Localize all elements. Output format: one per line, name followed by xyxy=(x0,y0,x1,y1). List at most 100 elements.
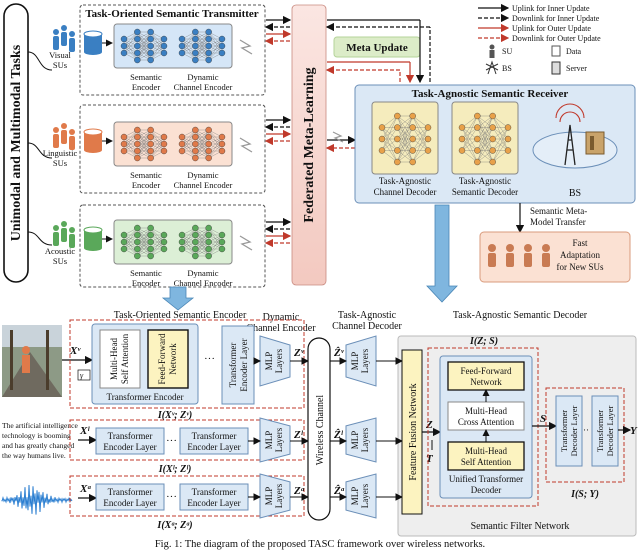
text-sample-1: The artificial intelligence xyxy=(2,421,78,430)
legend-label: Downlink for Outer Update xyxy=(512,34,601,43)
unified-label-2: Decoder xyxy=(471,485,501,495)
zhat-v: Ẑᵛ xyxy=(333,347,345,359)
su-label: Visual xyxy=(49,50,71,60)
transmitter-title: Task-Oriented Semantic Transmitter xyxy=(85,8,258,20)
ffn-box xyxy=(147,329,189,389)
channel-encoder-net xyxy=(178,28,226,64)
person-icon xyxy=(489,44,495,58)
col-encoder: Task-Oriented Semantic Encoder xyxy=(114,310,247,321)
enc2-label: Dynamic xyxy=(187,72,218,82)
decoder-expand-arrow xyxy=(426,204,458,303)
semantic-transmitter: Task-Oriented Semantic Transmitter xyxy=(79,4,266,96)
text-sample-3: and has greatly changed xyxy=(2,441,75,450)
s-label: S xyxy=(540,413,546,425)
legend-icon-label: Data xyxy=(566,47,582,56)
feature-fusion-network: Feature Fusion Network xyxy=(401,349,423,515)
mha-box xyxy=(99,329,141,389)
semantic-encoder-net xyxy=(120,126,168,162)
ffnet-label: Feature Fusion Network xyxy=(408,383,419,480)
tx-row-1: LinguisticSUsSemanticEncoderDynamicChann… xyxy=(43,121,253,190)
mi-v: I(Xᵛ; Zᵛ) xyxy=(157,410,192,421)
enc1-label: Semantic xyxy=(130,268,162,278)
su-person-icon xyxy=(53,127,59,148)
transfer-label-2: Model Transfer xyxy=(530,217,586,227)
tel-v-2: Encoder Layer xyxy=(239,338,249,391)
z-fused: Z xyxy=(425,419,433,431)
legend-label: Uplink for Inner Update xyxy=(512,4,590,13)
legend-icon-label: SU xyxy=(502,47,512,56)
new-su-icons xyxy=(488,244,550,267)
wireless-label: Wireless Channel xyxy=(315,395,326,466)
su-person-icon xyxy=(53,29,59,50)
unified-label-1: Unified Transformer xyxy=(449,474,523,484)
wireless-channel: Wireless Channel xyxy=(307,337,331,521)
fast-adaptation: Fast Adaptation for New SUs xyxy=(479,231,631,283)
side-banner: Unimodal and Multimodal Tasks xyxy=(3,3,29,283)
transfer-label-1: Semantic Meta- xyxy=(530,206,587,216)
dots-v: ··· xyxy=(204,353,215,365)
su-label: Acoustic xyxy=(45,246,75,256)
su-person-icon xyxy=(61,123,67,144)
federated-banner: Federated Meta-Learning xyxy=(291,4,327,286)
meta-update: Meta Update xyxy=(333,36,421,58)
audio-waveform xyxy=(1,484,73,515)
channel-decoder-label-2: Channel Decoder xyxy=(374,187,437,197)
x-l: Xˡ xyxy=(79,425,90,437)
legend-label: Downlink for Inner Update xyxy=(512,14,600,23)
encoder-expand-arrow xyxy=(161,286,195,311)
svg-text:MLP: MLP xyxy=(350,487,360,506)
linguistic-branch: The artificial intelligence technology i… xyxy=(2,421,249,460)
unified-cross-2: Cross Attention xyxy=(458,417,515,427)
update-links xyxy=(264,15,431,248)
tel-a2-1: Transformer xyxy=(192,487,237,497)
wireless-link-icon xyxy=(332,131,344,143)
snr-v: γ xyxy=(80,371,84,380)
semantic-encoder-net xyxy=(120,28,168,64)
tel-a1-2: Encoder Layer xyxy=(103,498,156,508)
su-person-icon xyxy=(53,225,59,246)
z-a: Zᵃ xyxy=(293,485,305,497)
meta-update-label: Meta Update xyxy=(346,42,408,54)
data-icon xyxy=(83,226,103,251)
data-icon xyxy=(83,128,103,153)
enc1-label: Encoder xyxy=(132,82,160,92)
filter-label: Semantic Filter Network xyxy=(471,521,570,532)
fast-label-1: Fast xyxy=(572,238,588,248)
su-person-icon xyxy=(69,129,75,150)
legend-icon-label: Server xyxy=(566,64,587,73)
svg-text:Layers: Layers xyxy=(360,427,370,452)
unified-ffn-1: Feed-Forward xyxy=(461,366,512,376)
data-icon xyxy=(83,30,103,55)
mi-a: I(Xᵃ; Zᵃ) xyxy=(156,520,192,531)
col-dyn-2: Channel Encoder xyxy=(246,323,316,334)
su-person-icon xyxy=(69,227,75,248)
mha-label-2: Self Attention xyxy=(120,333,130,384)
su-label: Linguistic xyxy=(43,148,78,158)
unified-self-1: Multi-Head xyxy=(465,446,507,456)
mha-label-1: Multi-Head xyxy=(109,338,119,380)
unified-transformer-decoder: Feed-Forward Network Multi-Head Cross At… xyxy=(439,355,533,499)
t-query: T xyxy=(426,453,434,465)
svg-text:Layers: Layers xyxy=(274,483,284,508)
svg-text:MLP: MLP xyxy=(264,352,274,371)
enc1-label: Encoder xyxy=(132,278,160,288)
mi-z: I(Z; S) xyxy=(469,336,498,347)
col-dyn-1: Dynamic xyxy=(263,312,300,323)
enc1-label: Semantic xyxy=(130,72,162,82)
tdl1-1: Transformer xyxy=(559,410,569,452)
zhat-a: Ẑᵃ xyxy=(333,485,345,497)
unified-ffn-2: Network xyxy=(470,377,502,387)
tel-l1 xyxy=(95,427,165,455)
acoustic-branch: Xᵃ Transformer Encoder Layer ··· Transfo… xyxy=(1,483,249,515)
side-title: Unimodal and Multimodal Tasks xyxy=(9,44,24,241)
ffn-label-1: Feed-Forward xyxy=(157,333,167,384)
rx-channel-decoder-net xyxy=(378,112,432,166)
svg-text:Layers: Layers xyxy=(274,348,284,373)
enc1-label: Semantic xyxy=(130,170,162,180)
text-sample-4: the way humans live. xyxy=(2,451,66,460)
su-person-icon xyxy=(69,31,75,52)
wireless-signal-icon xyxy=(239,39,253,55)
